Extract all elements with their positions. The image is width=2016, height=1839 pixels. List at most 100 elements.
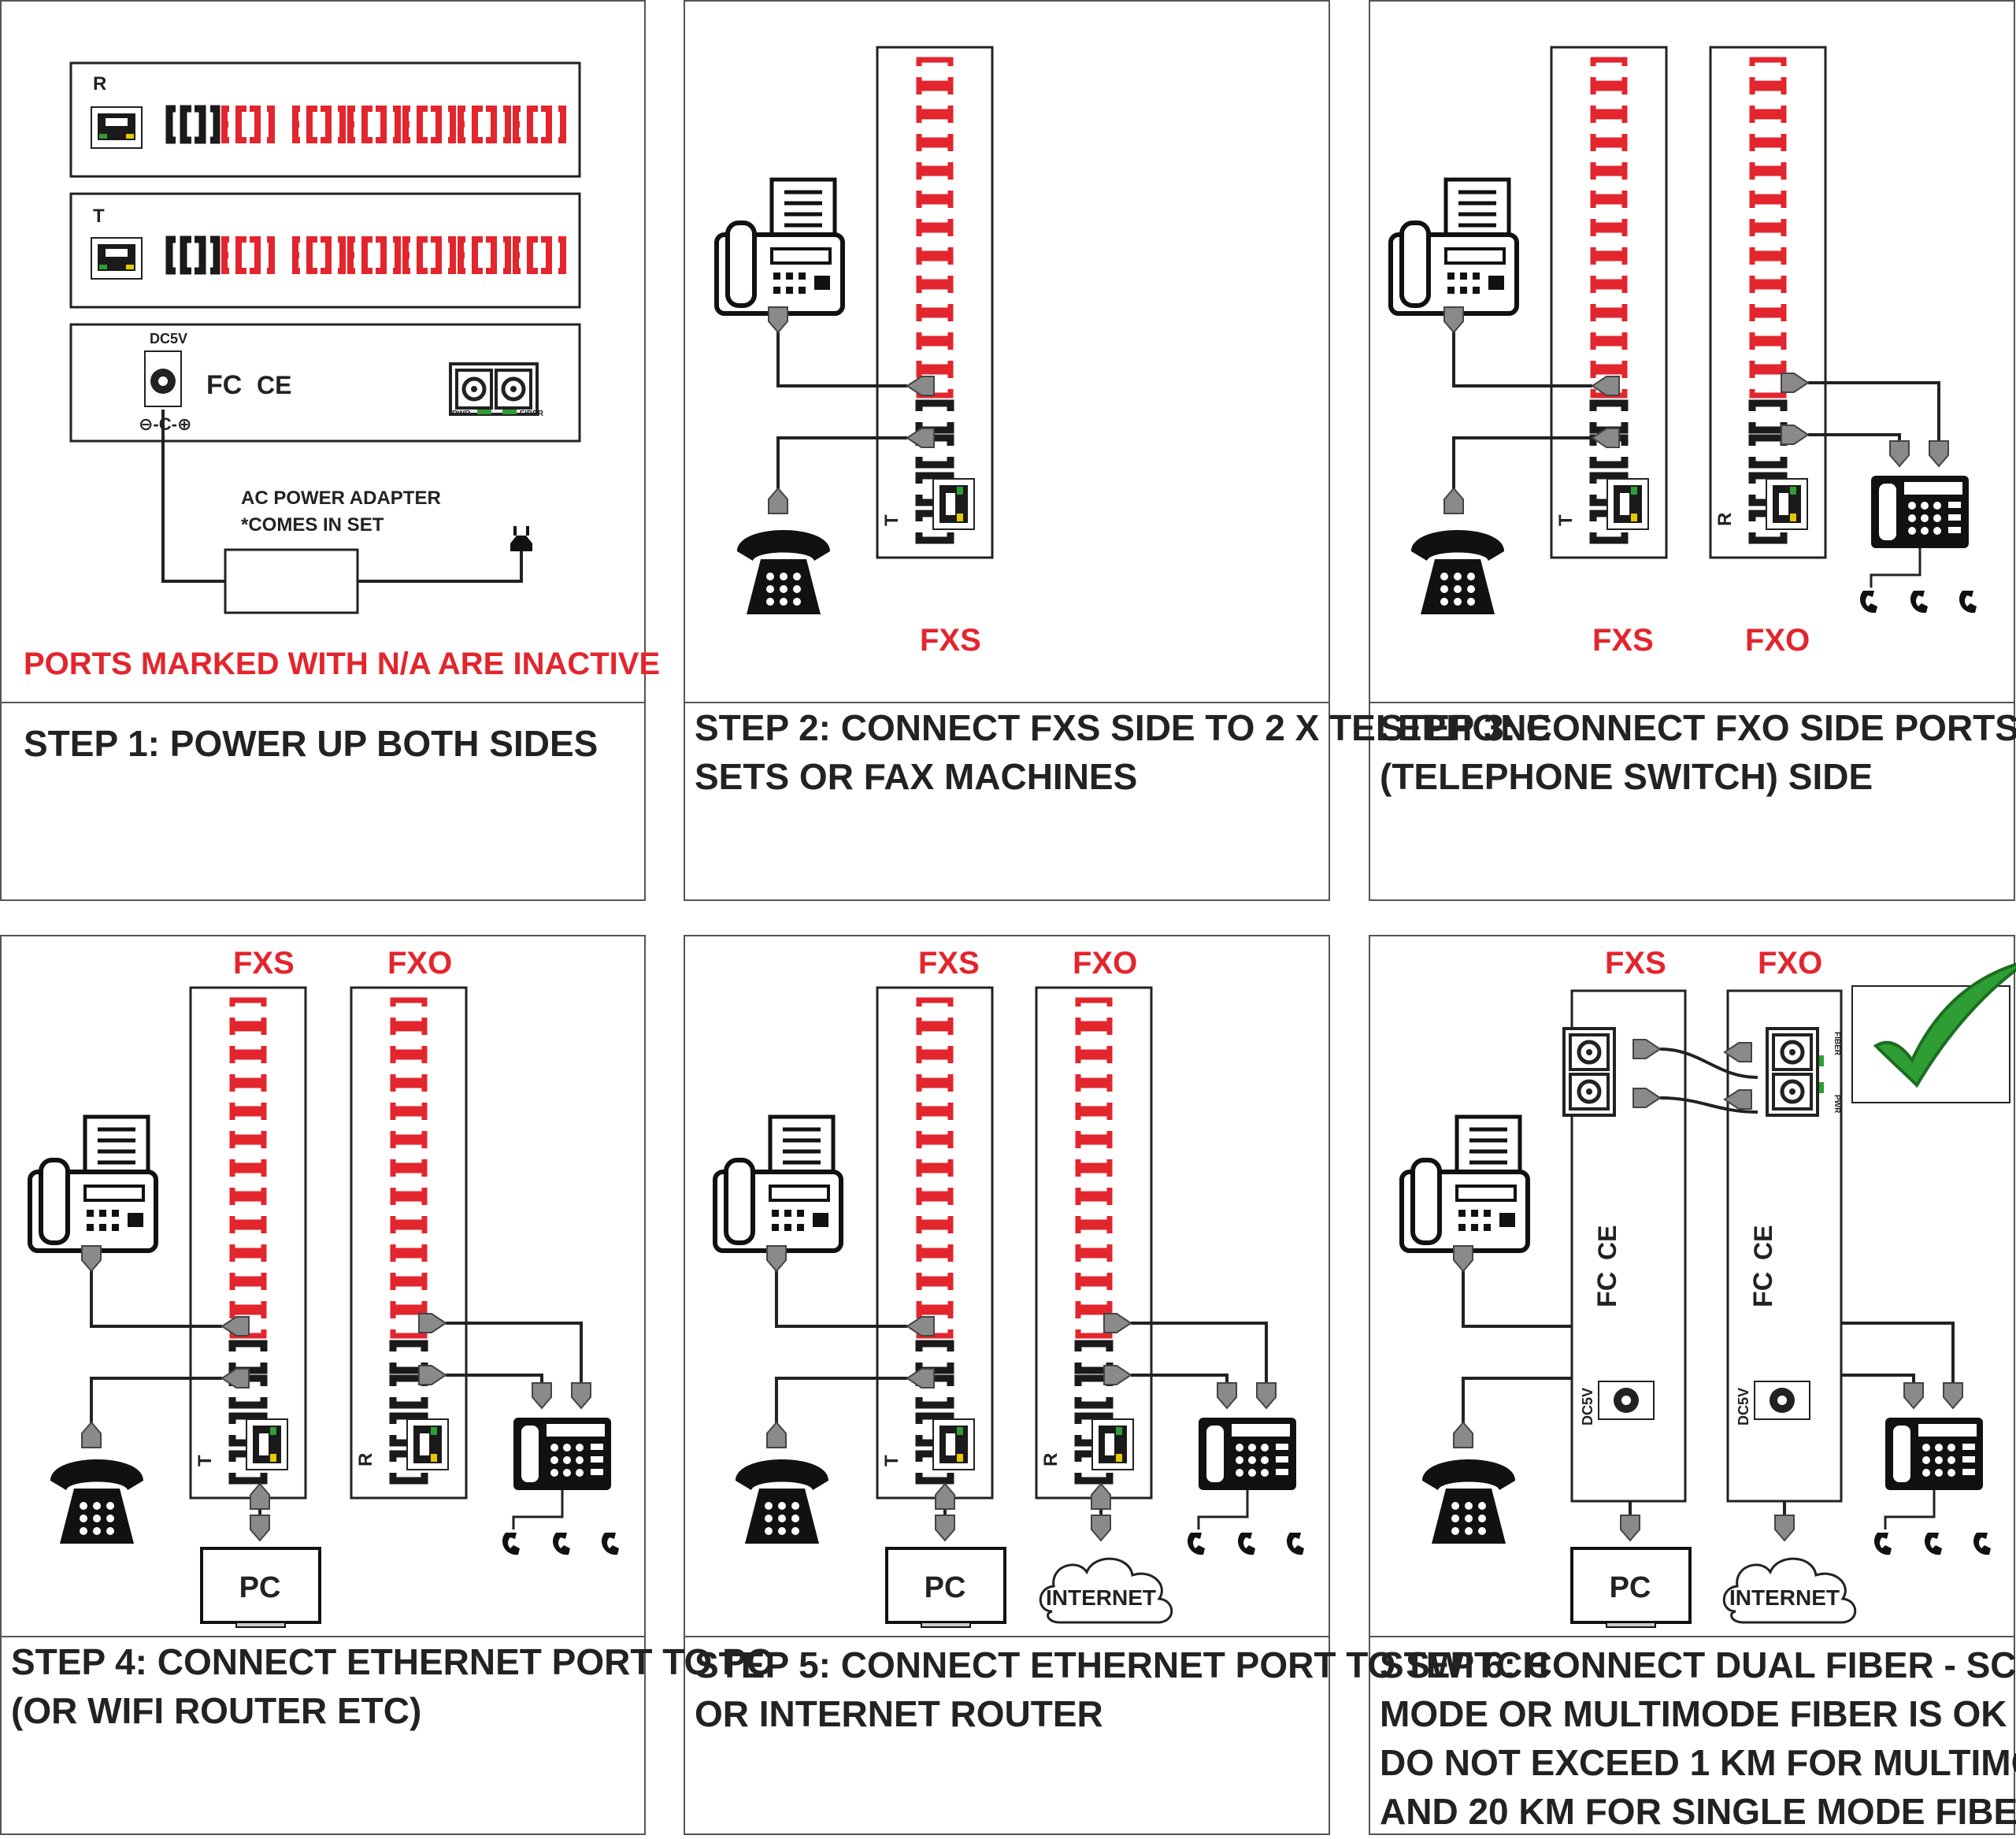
power-label: DC5V <box>1580 1388 1595 1426</box>
step1-panel: R T DC5V FC CE ⊖-C-⊕ PWR FIBER AC POWER … <box>24 61 660 764</box>
power-label: DC5V <box>150 331 187 347</box>
step6-pc-label: PC <box>1610 1571 1651 1604</box>
polarity-mark: ⊖-C-⊕ <box>139 414 191 434</box>
unit-t-label: T <box>881 514 902 526</box>
adapter-line2: *COMES IN SET <box>241 514 384 536</box>
vertical-unit: R <box>350 986 468 1500</box>
step4-caption-line1: STEP 4: CONNECT ETHERNET PORT TO PC <box>11 1641 773 1682</box>
power-adapter: AC POWER ADAPTER *COMES IN SET <box>161 410 532 614</box>
ce-mark: CE <box>1593 1225 1621 1260</box>
step4-fxs-label: FXS <box>233 946 295 981</box>
fax-machine-icon <box>717 180 843 313</box>
step4-panel: FXS FXO PC STEP 4: CONNECT ETHERNET PORT… <box>11 946 773 1731</box>
telephone-icon <box>737 530 830 614</box>
unit-t-panel: T <box>69 192 581 309</box>
step2-caption-line2: SETS OR FAX MACHINES <box>695 756 1137 797</box>
extension-icon <box>1873 1533 1892 1555</box>
extension-icon <box>502 1533 520 1555</box>
step4-pc-label: PC <box>239 1571 281 1604</box>
step6-panel: FXS FXO FIBER PWR FC CE FC CE DC5V DC5V <box>1380 946 2016 1832</box>
fiber-led-label: FIBER <box>1833 1032 1841 1056</box>
unit-t-label: T <box>1555 514 1577 526</box>
step5-fxo-label: FXO <box>1073 946 1137 981</box>
pwr-led-label: PWR <box>452 410 471 418</box>
step6-internet-label: INTERNET <box>1729 1585 1840 1610</box>
fc-mark: FC <box>1748 1272 1778 1307</box>
unit-r-label: R <box>93 73 106 95</box>
step5-caption-line2: OR INTERNET ROUTER <box>695 1693 1103 1734</box>
extension-icon <box>1959 591 1977 614</box>
step3-panel: FXS FXO STEP 3: CONNECT FXO SIDE PORTS T… <box>1380 180 2016 797</box>
telephone-icon <box>50 1459 143 1544</box>
step2-fxs-label: FXS <box>920 623 981 658</box>
fc-mark: FC <box>206 370 242 400</box>
ce-mark: CE <box>257 371 291 399</box>
fc-mark: FC <box>1592 1272 1622 1307</box>
adapter-line1: AC POWER ADAPTER <box>241 488 441 509</box>
extension-icon <box>1859 591 1877 614</box>
unit-r-label: R <box>355 1453 376 1466</box>
step5-internet-label: INTERNET <box>1046 1585 1156 1610</box>
pabx-phone-icon <box>1199 1418 1296 1490</box>
pabx-phone-icon <box>1871 476 1969 548</box>
fax-machine-icon <box>30 1117 156 1251</box>
step2-panel: FXS STEP 2: CONNECT FXS SIDE TO 2 X TELE… <box>695 180 1551 797</box>
extension-icon <box>1910 591 1928 614</box>
unit-t-label: T <box>195 1455 216 1466</box>
extension-icon <box>1237 1533 1255 1555</box>
unit-r-panel: R <box>69 61 581 178</box>
extension-icon <box>601 1533 619 1555</box>
step4-caption-line2: (OR WIFI ROUTER ETC) <box>11 1690 421 1731</box>
fax-machine-icon <box>1402 1117 1528 1251</box>
extension-icon <box>552 1533 570 1555</box>
step6-caption-line1: STEP 6: CONNECT DUAL FIBER - SC SINGLE <box>1380 1644 2016 1685</box>
rear-panel: DC5V FC CE ⊖-C-⊕ PWR FIBER <box>69 323 581 443</box>
vertical-unit: T <box>189 986 307 1500</box>
step5-fxs-label: FXS <box>918 946 980 981</box>
vertical-unit: R <box>1709 46 1827 559</box>
step4-fxo-label: FXO <box>387 946 452 981</box>
pabx-phone-icon <box>513 1418 611 1490</box>
vertical-unit: T <box>876 46 994 559</box>
step5-pc-label: PC <box>925 1571 966 1604</box>
ce-mark: CE <box>1749 1225 1777 1260</box>
step5-panel: FXS FXO PC INTERNET STEP 5: CONNECT ETHE… <box>695 946 1548 1734</box>
fax-machine-icon <box>715 1117 841 1251</box>
step6-caption-line3: DO NOT EXCEED 1 KM FOR MULTIMODE FIBER <box>1380 1742 2016 1783</box>
step3-caption-line2: (TELEPHONE SWITCH) SIDE <box>1380 756 1873 797</box>
telephone-icon <box>736 1459 828 1544</box>
step6-fxs-label: FXS <box>1605 946 1666 981</box>
pabx-phone-icon <box>1885 1418 1983 1490</box>
extension-icon <box>1973 1533 1991 1555</box>
unit-t-label: T <box>881 1455 902 1466</box>
extension-icon <box>1286 1533 1304 1555</box>
step1-caption-line1: STEP 1: POWER UP BOTH SIDES <box>24 723 598 764</box>
power-label: DC5V <box>1736 1388 1751 1426</box>
fiber-led-label: FIBER <box>520 410 544 418</box>
extension-icon <box>1187 1533 1205 1555</box>
vertical-unit: T <box>1550 46 1668 559</box>
fiber-jack <box>450 364 537 414</box>
pwr-led-label: PWR <box>1833 1095 1841 1114</box>
unit-r-label: R <box>1040 1453 1062 1466</box>
fiber-cables <box>1632 1039 1758 1114</box>
fax-machine-icon <box>1391 180 1517 313</box>
unit-t-label: T <box>93 206 105 227</box>
telephone-icon <box>1422 1459 1515 1544</box>
step3-caption-line1: STEP 3: CONNECT FXO SIDE PORTS TO PABX <box>1380 707 2016 748</box>
telephone-icon <box>1411 530 1504 614</box>
step6-fxo-label: FXO <box>1758 946 1822 981</box>
step3-fxs-label: FXS <box>1592 623 1654 658</box>
step3-fxo-label: FXO <box>1745 623 1810 658</box>
vertical-unit: R <box>1035 986 1153 1500</box>
step2-caption-line1: STEP 2: CONNECT FXS SIDE TO 2 X TELEPHON… <box>695 707 1551 748</box>
unit-r-label: R <box>1714 513 1736 526</box>
inactive-ports-warning: PORTS MARKED WITH N/A ARE INACTIVE <box>24 647 660 681</box>
extension-icon <box>1924 1533 1942 1555</box>
vertical-unit: T <box>876 986 994 1500</box>
step5-caption-line1: STEP 5: CONNECT ETHERNET PORT TO SWITCH <box>695 1644 1548 1685</box>
units-layer: T T R T R T R <box>189 46 1827 1500</box>
